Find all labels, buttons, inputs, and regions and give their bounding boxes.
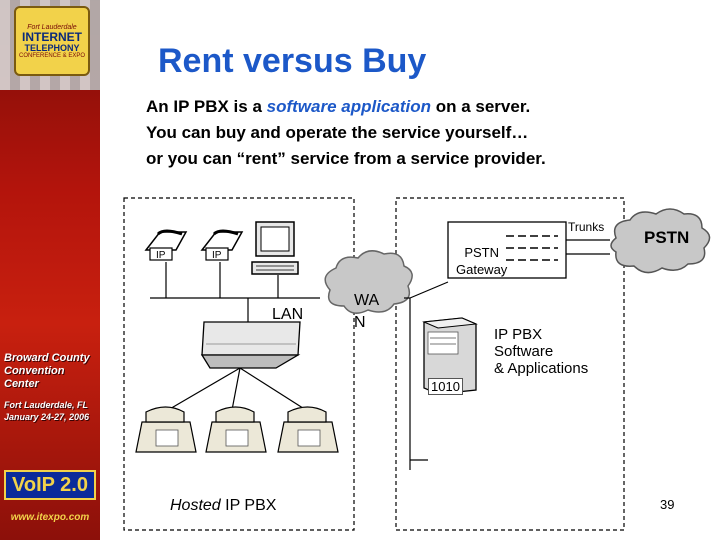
hosted-caption-emphasis: Hosted (170, 497, 221, 514)
lan-label: LAN (272, 306, 304, 323)
link-desk-phone-3 (239, 367, 307, 411)
page-number: 39 (660, 497, 675, 512)
hosted-boundary (123, 197, 355, 531)
pstn-gateway-label-line-2: Gateway (456, 262, 508, 277)
wan-label-line-2: N (354, 314, 366, 331)
link-desk-phone-2 (231, 367, 241, 411)
ippbx-server-icon (422, 317, 478, 395)
logo-line-4: CONFERENCE & EXPO (18, 52, 85, 59)
desk-phone-icon (277, 406, 339, 453)
sidebar: Fort Lauderdale INTERNET TELEPHONY CONFE… (0, 0, 100, 540)
ip-tag-2: IP (212, 250, 222, 261)
desk-phone-icon (135, 406, 197, 453)
logo-line-1: Fort Lauderdale (27, 23, 77, 31)
wan-label-line-1: WA (354, 292, 380, 309)
body-line-1-post: on a server. (431, 97, 531, 116)
ip-tag-1: IP (156, 250, 166, 261)
ip-phone-icon: IP (144, 229, 188, 261)
event-info: Broward County Convention Center Fort La… (4, 352, 98, 423)
body-line-1-emphasis: software application (266, 97, 431, 116)
logo-line-3: TELEPHONY (24, 42, 80, 53)
ippbx-label: IP PBX Software & Applications (494, 326, 588, 377)
server-code-label: 1010 (428, 378, 463, 395)
hosted-server-icon (200, 321, 301, 369)
link-desk-phone-1 (167, 367, 241, 411)
ippbx-label-line-1: IP PBX (494, 326, 543, 343)
pstn-gateway-label-line-1: PSTN (464, 245, 499, 260)
body-line-3: or you can “rent” service from a service… (146, 149, 546, 168)
wan-cloud-icon (324, 250, 413, 314)
ippbx-label-line-2: Software (494, 343, 554, 360)
body-line-1: An IP PBX is a software application on a… (146, 94, 706, 120)
slide-body: An IP PBX is a software application on a… (146, 94, 706, 172)
dates-text: January 24-27, 2006 (4, 412, 90, 422)
logo-line-2: INTERNET (22, 29, 82, 44)
hosted-caption-rest: IP PBX (220, 497, 277, 514)
location-text: Fort Lauderdale, FL (4, 400, 89, 410)
event-badge: VoIP 2.0 (4, 470, 96, 500)
body-line-2: You can buy and operate the service your… (146, 123, 529, 142)
premises-boundary (395, 197, 625, 531)
wan-label: WA N (354, 290, 394, 334)
desk-phone-icon (205, 406, 267, 453)
pstn-cloud-label: PSTN (644, 228, 690, 247)
gateway-lan-link (409, 281, 449, 299)
ip-phone-icon: IP (200, 229, 244, 261)
venue-text: Broward County Convention Center (4, 352, 90, 390)
trunks-label: Trunks (568, 220, 605, 234)
event-url: www.itexpo.com (10, 512, 90, 523)
pstn-gateway-label: PSTN Gateway (456, 244, 507, 278)
body-line-1-pre: An IP PBX is a (146, 97, 267, 116)
hosted-caption: Hosted IP PBX (170, 497, 276, 515)
computer-icon (251, 221, 299, 275)
pstn-gateway-icon (447, 221, 567, 279)
slide-title: Rent versus Buy (158, 42, 427, 80)
conference-logo: Fort Lauderdale INTERNET TELEPHONY CONFE… (14, 6, 90, 76)
ippbx-label-line-3: & Applications (494, 360, 589, 377)
pstn-cloud-icon (610, 208, 711, 274)
